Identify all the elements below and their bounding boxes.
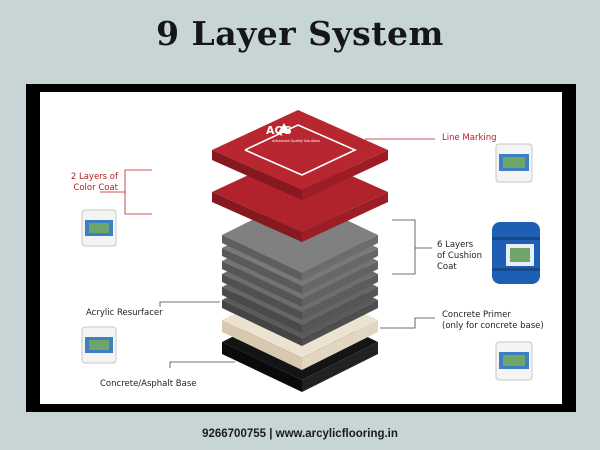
label-cushion-1: 6 Layers xyxy=(437,240,474,250)
contact-footer: 9266700755 | www.arcylicflooring.in xyxy=(202,428,398,440)
label-base: Concrete/Asphalt Base xyxy=(100,379,197,389)
brand-tagline: Advanced Quality Solutions xyxy=(272,139,321,143)
label-color-coat-2: Color Coat xyxy=(73,183,118,193)
bucket-icon xyxy=(495,143,533,183)
layer-color-coat xyxy=(212,110,388,242)
label-color-coat-1: 2 Layers of xyxy=(70,172,118,182)
label-line-marking: Line Marking xyxy=(442,133,497,143)
page-title: 9 Layer System xyxy=(156,14,444,53)
bucket-icon xyxy=(495,341,533,381)
bucket-icon xyxy=(81,326,117,364)
brand-logo-text: AQS xyxy=(266,124,292,137)
label-primer-2: (only for concrete base) xyxy=(442,321,544,331)
label-primer-1: Concrete Primer xyxy=(442,310,511,320)
label-cushion-3: Coat xyxy=(437,262,457,272)
drum-icon xyxy=(492,222,540,284)
label-cushion-2: of Cushion xyxy=(437,251,482,261)
aqs-logo-icon xyxy=(278,123,290,133)
label-acrylic-resurfacer: Acrylic Resurfacer xyxy=(86,308,163,318)
diagram-frame: AQS Advanced Quality Solutions Line Mark… xyxy=(26,84,576,412)
layer-stack-svg xyxy=(81,110,540,392)
bucket-icon xyxy=(81,209,117,247)
layer-cushion xyxy=(222,197,378,346)
layer-diagram: AQS Advanced Quality Solutions Line Mark… xyxy=(40,92,562,404)
